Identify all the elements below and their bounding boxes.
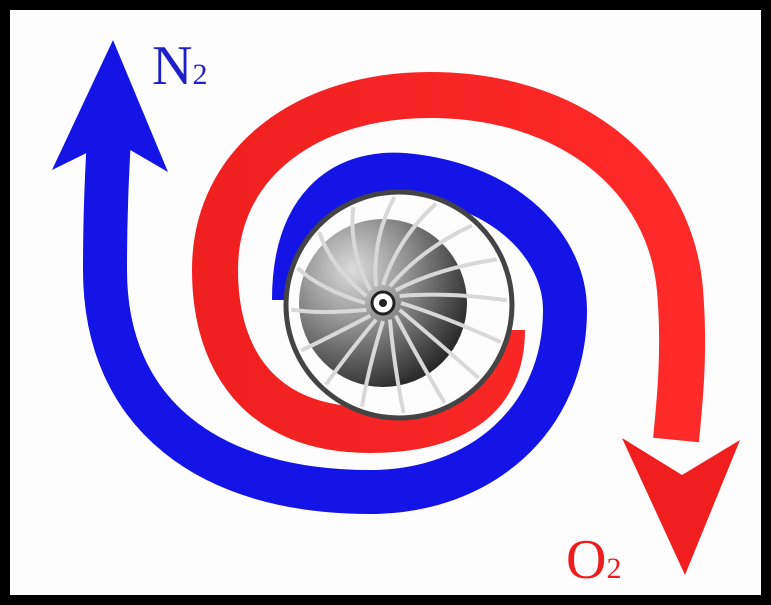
nitrogen-subscript: 2	[192, 58, 208, 91]
rotor-blade	[373, 196, 397, 287]
rotor-blade	[393, 314, 447, 404]
nitrogen-label: N2	[152, 38, 207, 103]
turbine-rotor-icon	[283, 189, 515, 421]
rotor-blade	[398, 308, 480, 380]
downward-arrow-icon	[622, 438, 740, 575]
separation-diagram	[52, 40, 740, 575]
rotor-blade	[290, 307, 367, 314]
rotor-blade	[388, 223, 473, 288]
rotor-blade	[360, 320, 385, 407]
upward-arrow-icon	[52, 40, 168, 172]
diagram-frame: N2 O2	[10, 10, 761, 595]
rotor-blade	[350, 206, 373, 292]
nitrogen-symbol: N	[152, 35, 193, 97]
oxygen-label: O2	[566, 532, 621, 595]
rotor-blade	[399, 292, 508, 303]
oxygen-subscript: 2	[606, 552, 622, 585]
oxygen-stream	[191, 71, 706, 454]
rotor-blade	[317, 231, 368, 298]
rotor-blade	[394, 257, 498, 293]
rotor-blade	[387, 319, 406, 414]
rotor-blade	[324, 318, 378, 386]
oxygen-symbol: O	[566, 529, 607, 591]
rotor-blade	[381, 202, 438, 286]
rotor-blade	[400, 301, 502, 344]
rotor-blade	[296, 266, 366, 305]
nitrogen-stream	[82, 114, 588, 515]
rotor-blade	[300, 313, 372, 353]
